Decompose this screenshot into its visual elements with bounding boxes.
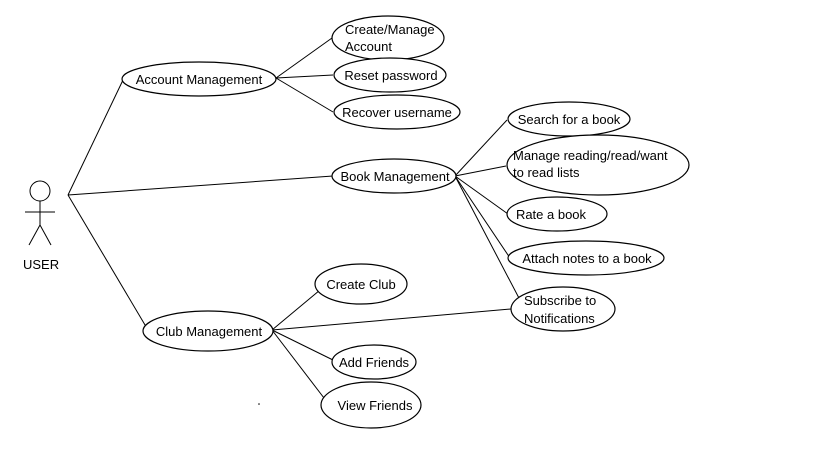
diagram-connectors bbox=[67, 37, 521, 399]
attach-notes-use-case: Attach notes to a book bbox=[507, 240, 665, 276]
book-management-to-rate-line bbox=[454, 175, 509, 215]
view-friends-use-case: View Friends bbox=[320, 381, 422, 429]
club-management-to-subscribe-line bbox=[271, 308, 512, 331]
account-management-label: Account Management bbox=[136, 72, 263, 87]
subscribe-notifications-use-case: Subscribe to Notifications bbox=[510, 286, 616, 332]
account-management-ellipse bbox=[121, 61, 277, 97]
recover-username-ellipse bbox=[333, 94, 461, 130]
club-management-to-view-friends-line bbox=[271, 329, 325, 399]
create-manage-account-label-line2: Account bbox=[345, 39, 392, 54]
book-management-use-case: Book Management bbox=[331, 158, 457, 194]
account-management-to-recover-username-line bbox=[275, 77, 334, 113]
club-management-ellipse bbox=[142, 310, 274, 352]
club-management-label: Club Management bbox=[156, 324, 263, 339]
subscribe-notifications-label-line1: Subscribe to bbox=[524, 293, 596, 308]
reset-password-use-case: Reset password bbox=[333, 57, 447, 93]
subscribe-notifications-label-line2: Notifications bbox=[524, 311, 595, 326]
actor-label: USER bbox=[23, 257, 59, 272]
actor-head bbox=[29, 180, 51, 202]
manage-lists-label-line2: to read lists bbox=[513, 165, 580, 180]
reset-password-ellipse bbox=[333, 57, 447, 93]
rate-book-use-case: Rate a book bbox=[506, 196, 608, 232]
book-management-to-attach-notes-line bbox=[454, 175, 511, 259]
user-actor: USER bbox=[23, 180, 59, 272]
book-management-ellipse bbox=[331, 158, 457, 194]
club-management-to-add-friends-line bbox=[271, 329, 334, 361]
recover-username-label: Recover username bbox=[342, 105, 452, 120]
add-friends-label: Add Friends bbox=[339, 355, 410, 370]
club-management-use-case: Club Management bbox=[142, 310, 274, 352]
create-club-ellipse bbox=[314, 263, 408, 305]
book-management-to-search-line bbox=[454, 119, 508, 177]
book-management-to-manage-lists-line bbox=[454, 165, 507, 177]
create-club-use-case: Create Club bbox=[314, 263, 408, 305]
manage-lists-ellipse bbox=[506, 134, 690, 196]
search-book-use-case: Search for a book bbox=[507, 101, 631, 137]
user-to-book-management-line bbox=[67, 175, 334, 196]
create-manage-account-label-line1: Create/Manage bbox=[345, 22, 435, 37]
add-friends-ellipse bbox=[331, 344, 417, 380]
actor-left-leg bbox=[28, 224, 41, 246]
recover-username-use-case: Recover username bbox=[333, 94, 461, 130]
account-management-to-create-manage-account-line bbox=[275, 37, 333, 79]
rate-book-label: Rate a book bbox=[516, 207, 587, 222]
view-friends-ellipse bbox=[320, 381, 422, 429]
add-friends-use-case: Add Friends bbox=[331, 344, 417, 380]
manage-lists-label-line1: Manage reading/read/want bbox=[513, 148, 668, 163]
reset-password-label: Reset password bbox=[344, 68, 437, 83]
club-management-to-create-club-line bbox=[271, 289, 321, 331]
manage-lists-use-case: Manage reading/read/want to read lists bbox=[506, 134, 690, 196]
user-to-club-management-line bbox=[67, 194, 149, 331]
book-management-label: Book Management bbox=[340, 169, 450, 184]
user-to-account-management-line bbox=[67, 79, 124, 196]
subscribe-notifications-ellipse bbox=[510, 286, 616, 332]
view-friends-label: View Friends bbox=[338, 398, 413, 413]
account-management-to-reset-password-line bbox=[275, 74, 334, 79]
create-club-label: Create Club bbox=[326, 277, 395, 292]
stray-dot bbox=[258, 403, 260, 405]
attach-notes-ellipse bbox=[507, 240, 665, 276]
search-book-label: Search for a book bbox=[518, 112, 621, 127]
create-manage-account-use-case: Create/Manage Account bbox=[331, 15, 445, 61]
attach-notes-label: Attach notes to a book bbox=[522, 251, 652, 266]
book-management-to-subscribe-line bbox=[454, 175, 521, 301]
rate-book-ellipse bbox=[506, 196, 608, 232]
account-management-use-case: Account Management bbox=[121, 61, 277, 97]
actor-right-leg bbox=[39, 224, 52, 246]
